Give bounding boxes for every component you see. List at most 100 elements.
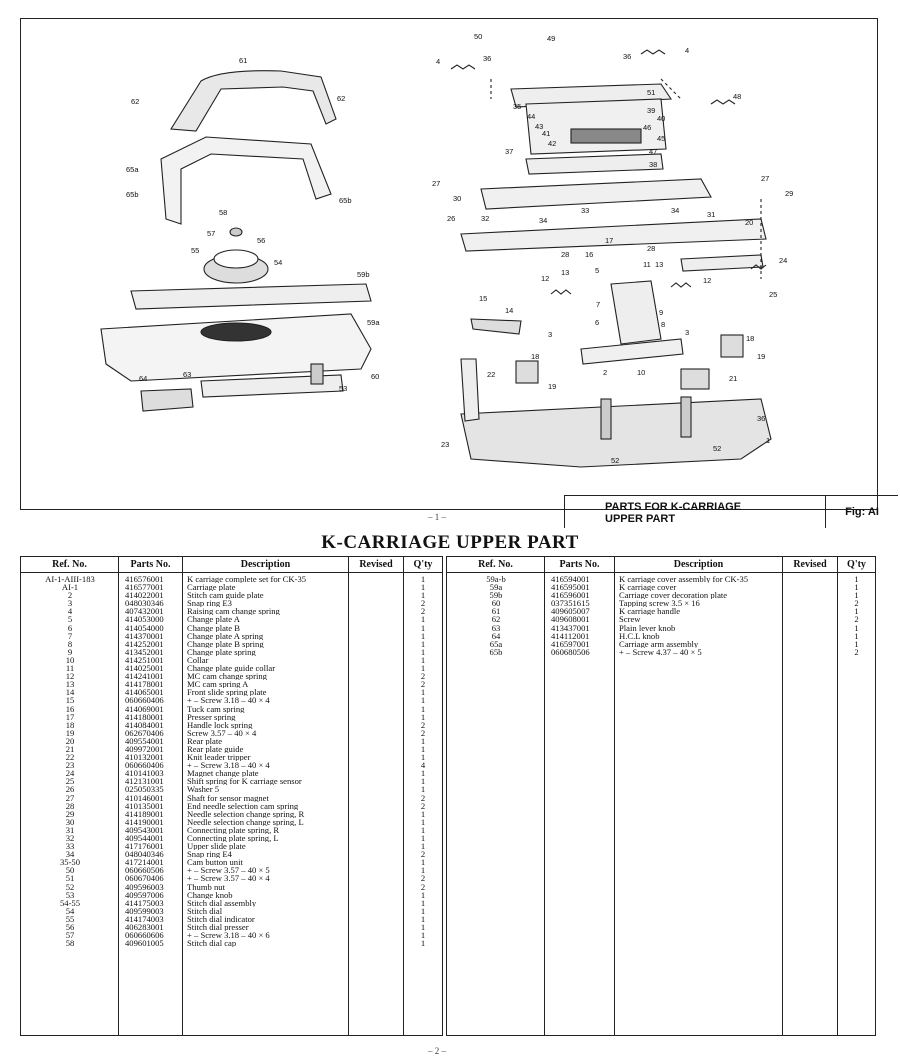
- qty-cell: 1: [420, 890, 426, 899]
- svg-text:9: 9: [659, 308, 663, 317]
- revised-cell: [349, 907, 404, 915]
- svg-text:65a: 65a: [126, 165, 139, 174]
- page-number-top: – 1 –: [428, 512, 446, 522]
- description-cell: K carriage cover assembly for CK-35: [619, 575, 749, 584]
- ref-cell: 32: [65, 834, 75, 843]
- description-cell: Carriage cover decoration plate: [619, 591, 728, 600]
- caption-line-2: UPPER PART: [605, 513, 676, 525]
- description-cell: K carriage cover: [619, 583, 677, 592]
- header-ref-no: Ref. No.: [447, 557, 545, 572]
- svg-text:31: 31: [707, 210, 715, 219]
- parts-no-cell: 414190001: [125, 817, 164, 826]
- header-revised: Revised: [349, 557, 404, 572]
- revised-cell: [349, 607, 404, 615]
- svg-text:41: 41: [542, 129, 550, 138]
- qty-cell: 1: [420, 834, 426, 843]
- ref-cell: 30: [65, 817, 75, 826]
- svg-text:12: 12: [703, 276, 711, 285]
- ref-cell: 53: [65, 890, 75, 899]
- parts-no-cell: 414370001: [125, 631, 164, 640]
- revised-cell: [349, 705, 404, 713]
- ref-cell: 16: [65, 704, 75, 713]
- qty-cell: 1: [420, 785, 426, 794]
- ref-cell: 22: [65, 753, 75, 762]
- revised-cell: [349, 794, 404, 802]
- caption-line-1: PARTS FOR K-CARRIAGE: [605, 501, 742, 513]
- svg-text:4: 4: [685, 46, 689, 55]
- parts-no-cell: 413437001: [551, 623, 590, 632]
- revised-cell: [783, 583, 838, 591]
- ref-cell: 33: [65, 842, 75, 851]
- svg-text:36: 36: [757, 414, 765, 423]
- revised-cell: [349, 632, 404, 640]
- svg-text:34: 34: [671, 206, 679, 215]
- svg-text:10: 10: [637, 368, 645, 377]
- qty-cell: 1: [420, 866, 426, 875]
- header-revised: Revised: [783, 557, 838, 572]
- parts-no-cell: 414054000: [125, 623, 164, 632]
- svg-text:18: 18: [746, 334, 754, 343]
- description-cell: Rear plate guide: [187, 744, 244, 754]
- ref-cell: 63: [491, 623, 501, 632]
- parts-no-cell: 409597006: [125, 890, 164, 899]
- parts-table-right: Ref. No. Parts No. Description Revised Q…: [446, 556, 876, 1036]
- svg-text:61: 61: [239, 56, 247, 65]
- qty-cell: 2: [420, 607, 426, 616]
- revised-cell: [349, 842, 404, 850]
- revised-cell: [349, 931, 404, 939]
- parts-no-cell: 414175003: [125, 898, 164, 907]
- description-cell: Rear plate: [187, 736, 223, 745]
- ref-cell: 24: [65, 769, 75, 778]
- qty-cell: 1: [420, 631, 426, 640]
- qty-cell: 2: [420, 728, 426, 737]
- ref-cell: 59b: [489, 591, 503, 600]
- description-cell: Shift spring for K carriage sensor: [187, 777, 302, 786]
- description-cell: Front slide spring plate: [187, 688, 267, 697]
- description-cell: Connecting plate spring, L: [187, 834, 279, 843]
- ref-cell: 31: [65, 825, 75, 834]
- parts-no-cell: 416596001: [551, 591, 590, 600]
- revised-cell: [783, 599, 838, 607]
- revised-cell: [349, 802, 404, 810]
- ref-cell: 54: [65, 906, 75, 915]
- svg-text:39: 39: [647, 106, 655, 115]
- description-cell: Connecting plate spring, R: [187, 825, 280, 834]
- ref-cell: 54-55: [59, 898, 81, 907]
- parts-no-cell: 409608001: [551, 615, 590, 624]
- parts-no-cell: 414053000: [125, 615, 164, 624]
- header-qty: Q'ty: [413, 559, 433, 570]
- header-parts-no: Parts No.: [119, 557, 183, 572]
- parts-no-cell: 414112001: [551, 631, 590, 640]
- parts-no-cell: 414189001: [125, 809, 164, 818]
- qty-cell: 1: [420, 939, 426, 948]
- qty-cell: 1: [854, 631, 859, 640]
- svg-text:30: 30: [453, 194, 461, 203]
- ref-cell: 59a: [489, 583, 503, 592]
- description-cell: Collar: [187, 655, 209, 665]
- figure-caption-title: PARTS FOR K-CARRIAGE UPPER PART: [565, 496, 825, 528]
- carriage-arm-drawing: [160, 136, 332, 225]
- description-cell: Shaft for sensor magnet: [187, 793, 269, 802]
- svg-text:27: 27: [432, 179, 440, 188]
- revised-cell: [349, 769, 404, 777]
- description-cell: Stitch dial assembly: [187, 898, 257, 907]
- revised-cell: [349, 939, 404, 947]
- description-cell: Knit leader tripper: [187, 753, 251, 762]
- parts-no-cell: 407432001: [125, 607, 164, 616]
- qty-cell: 1: [420, 575, 426, 584]
- ref-cell: 62: [491, 615, 501, 624]
- revised-cell: [783, 575, 838, 583]
- ref-cell: 52: [65, 882, 75, 891]
- parts-no-cell: 416594001: [551, 575, 590, 584]
